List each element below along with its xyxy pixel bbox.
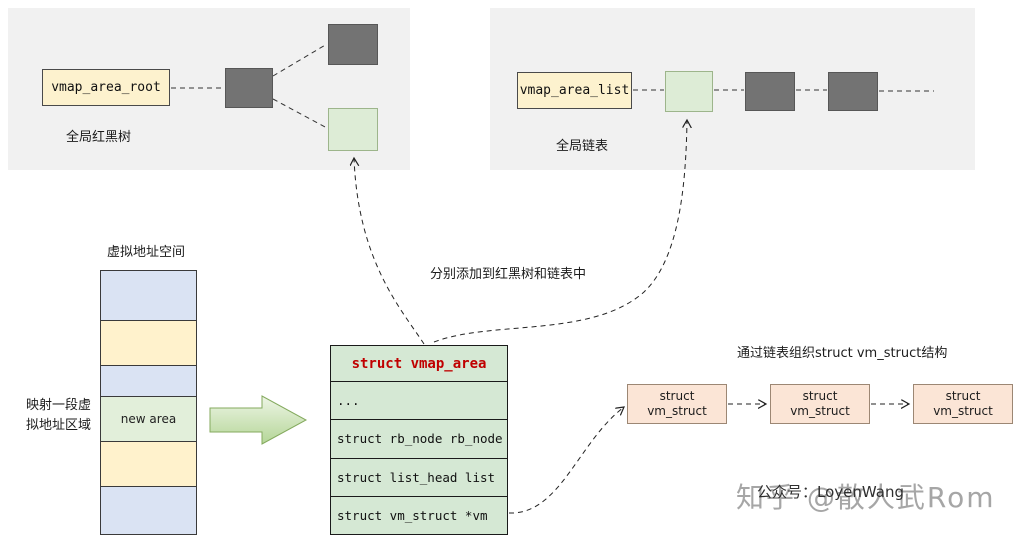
- memory-segment: [101, 271, 196, 321]
- vmap-area-root-box: vmap_area_root: [42, 69, 170, 106]
- vmap-area-field-rbnode: struct rb_node rb_node: [331, 420, 507, 459]
- vm-struct-box-line1: struct: [802, 389, 838, 403]
- watermark-zhihu: 知乎 @散人武Rom: [736, 481, 996, 514]
- map-side-label-line1: 映射一段虚: [26, 398, 92, 413]
- vmap-area-field-list: struct list_head list: [331, 459, 507, 497]
- vmap-area-field-ellipsis: ...: [331, 382, 507, 421]
- vmap-area-struct-title: struct vmap_area: [331, 346, 507, 382]
- rbtree-node-green: [328, 108, 378, 151]
- memory-segment: [101, 321, 196, 366]
- list-node-green: [665, 71, 713, 112]
- add-to-rbtree-arrow: [354, 158, 425, 345]
- vm-chain-caption: 通过链表组织struct vm_struct结构: [737, 346, 948, 361]
- vaspace-title: 虚拟地址空间: [107, 245, 186, 260]
- rbtree-node-dark-top: [328, 24, 378, 65]
- vm-struct-box-line2: vm_struct: [647, 404, 707, 418]
- map-block-arrow: [209, 395, 308, 445]
- rbtree-caption: 全局红黑树: [66, 130, 132, 145]
- new-area-label: new area: [120, 412, 177, 426]
- add-note: 分别添加到红黑树和链表中: [430, 267, 587, 282]
- list-node-dark-1: [745, 72, 795, 111]
- memory-segment: [101, 487, 196, 534]
- rbtree-node-dark-mid: [225, 68, 273, 108]
- vm-struct-box-line1: struct: [945, 389, 981, 403]
- memory-segment: [101, 442, 196, 487]
- virtual-address-space-column: new area: [100, 270, 197, 535]
- vmap-area-list-box: vmap_area_list: [517, 72, 632, 109]
- map-side-label-line2: 拟地址区域: [26, 418, 92, 434]
- vm-struct-box-2: struct vm_struct: [770, 384, 870, 424]
- vm-struct-box-line1: struct: [659, 389, 695, 403]
- vmap-area-list-label: vmap_area_list: [519, 83, 630, 98]
- list-caption: 全局链表: [556, 139, 609, 154]
- vmap-area-struct-table: struct vmap_area ... struct rb_node rb_n…: [330, 345, 508, 535]
- vmap-area-field-vm: struct vm_struct *vm: [337, 507, 488, 523]
- watermark-gongzhonghao: 公众号：LoyenWang: [757, 483, 904, 501]
- vm-pointer-arrow: [508, 407, 624, 514]
- vmap-area-root-label: vmap_area_root: [51, 80, 161, 95]
- vm-struct-box-line2: vm_struct: [790, 404, 850, 418]
- vm-struct-box-1: struct vm_struct: [627, 384, 727, 424]
- list-node-dark-2: [828, 72, 878, 111]
- memory-segment-new-area: new area: [101, 397, 196, 442]
- vm-struct-box-line2: vm_struct: [933, 404, 993, 418]
- map-side-label: 映射一段虚 拟地址区域: [26, 396, 91, 436]
- memory-segment: [101, 366, 196, 397]
- vm-struct-box-3: struct vm_struct: [913, 384, 1013, 424]
